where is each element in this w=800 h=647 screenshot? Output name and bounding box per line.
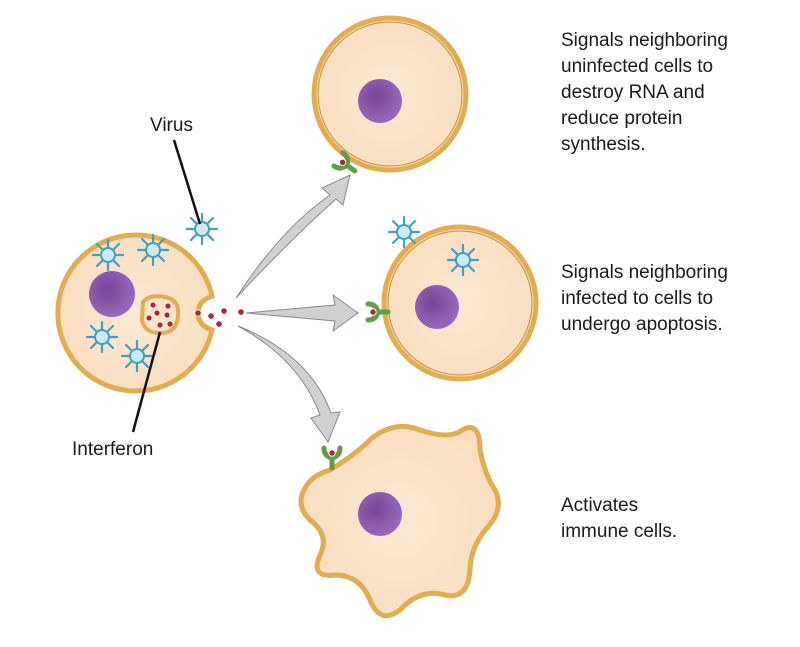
nucleus [415, 285, 459, 329]
infected-cell [368, 215, 539, 382]
arrow-right [245, 293, 359, 333]
interferon-leader-line [131, 331, 162, 433]
virus-icon [387, 215, 421, 249]
description-infected: Signals neighboring infected to cells to… [561, 262, 728, 335]
nucleus [358, 492, 402, 536]
arrow-down [237, 325, 341, 444]
description-immune: Activates immune cells. [561, 495, 678, 542]
uninfected-cell [311, 15, 469, 177]
virus-icon [185, 212, 219, 246]
virus-icon [85, 320, 119, 354]
nucleus [358, 79, 402, 123]
virus-icon [136, 233, 170, 267]
virus-label: Virus [150, 115, 193, 136]
vesicle [139, 294, 181, 336]
source-infected-cell [55, 232, 215, 394]
virus-leader-line [172, 139, 202, 225]
arrow-up [235, 174, 351, 299]
nucleus [89, 271, 135, 317]
virus-icon [120, 339, 154, 373]
virus-icon [91, 238, 125, 272]
interferon-label: Interferon [72, 439, 154, 460]
immune-cell [298, 423, 501, 619]
virus-icon [446, 243, 480, 277]
released-interferon [194, 307, 245, 328]
description-uninfected: Signals neighboring uninfected cells to … [561, 30, 728, 155]
